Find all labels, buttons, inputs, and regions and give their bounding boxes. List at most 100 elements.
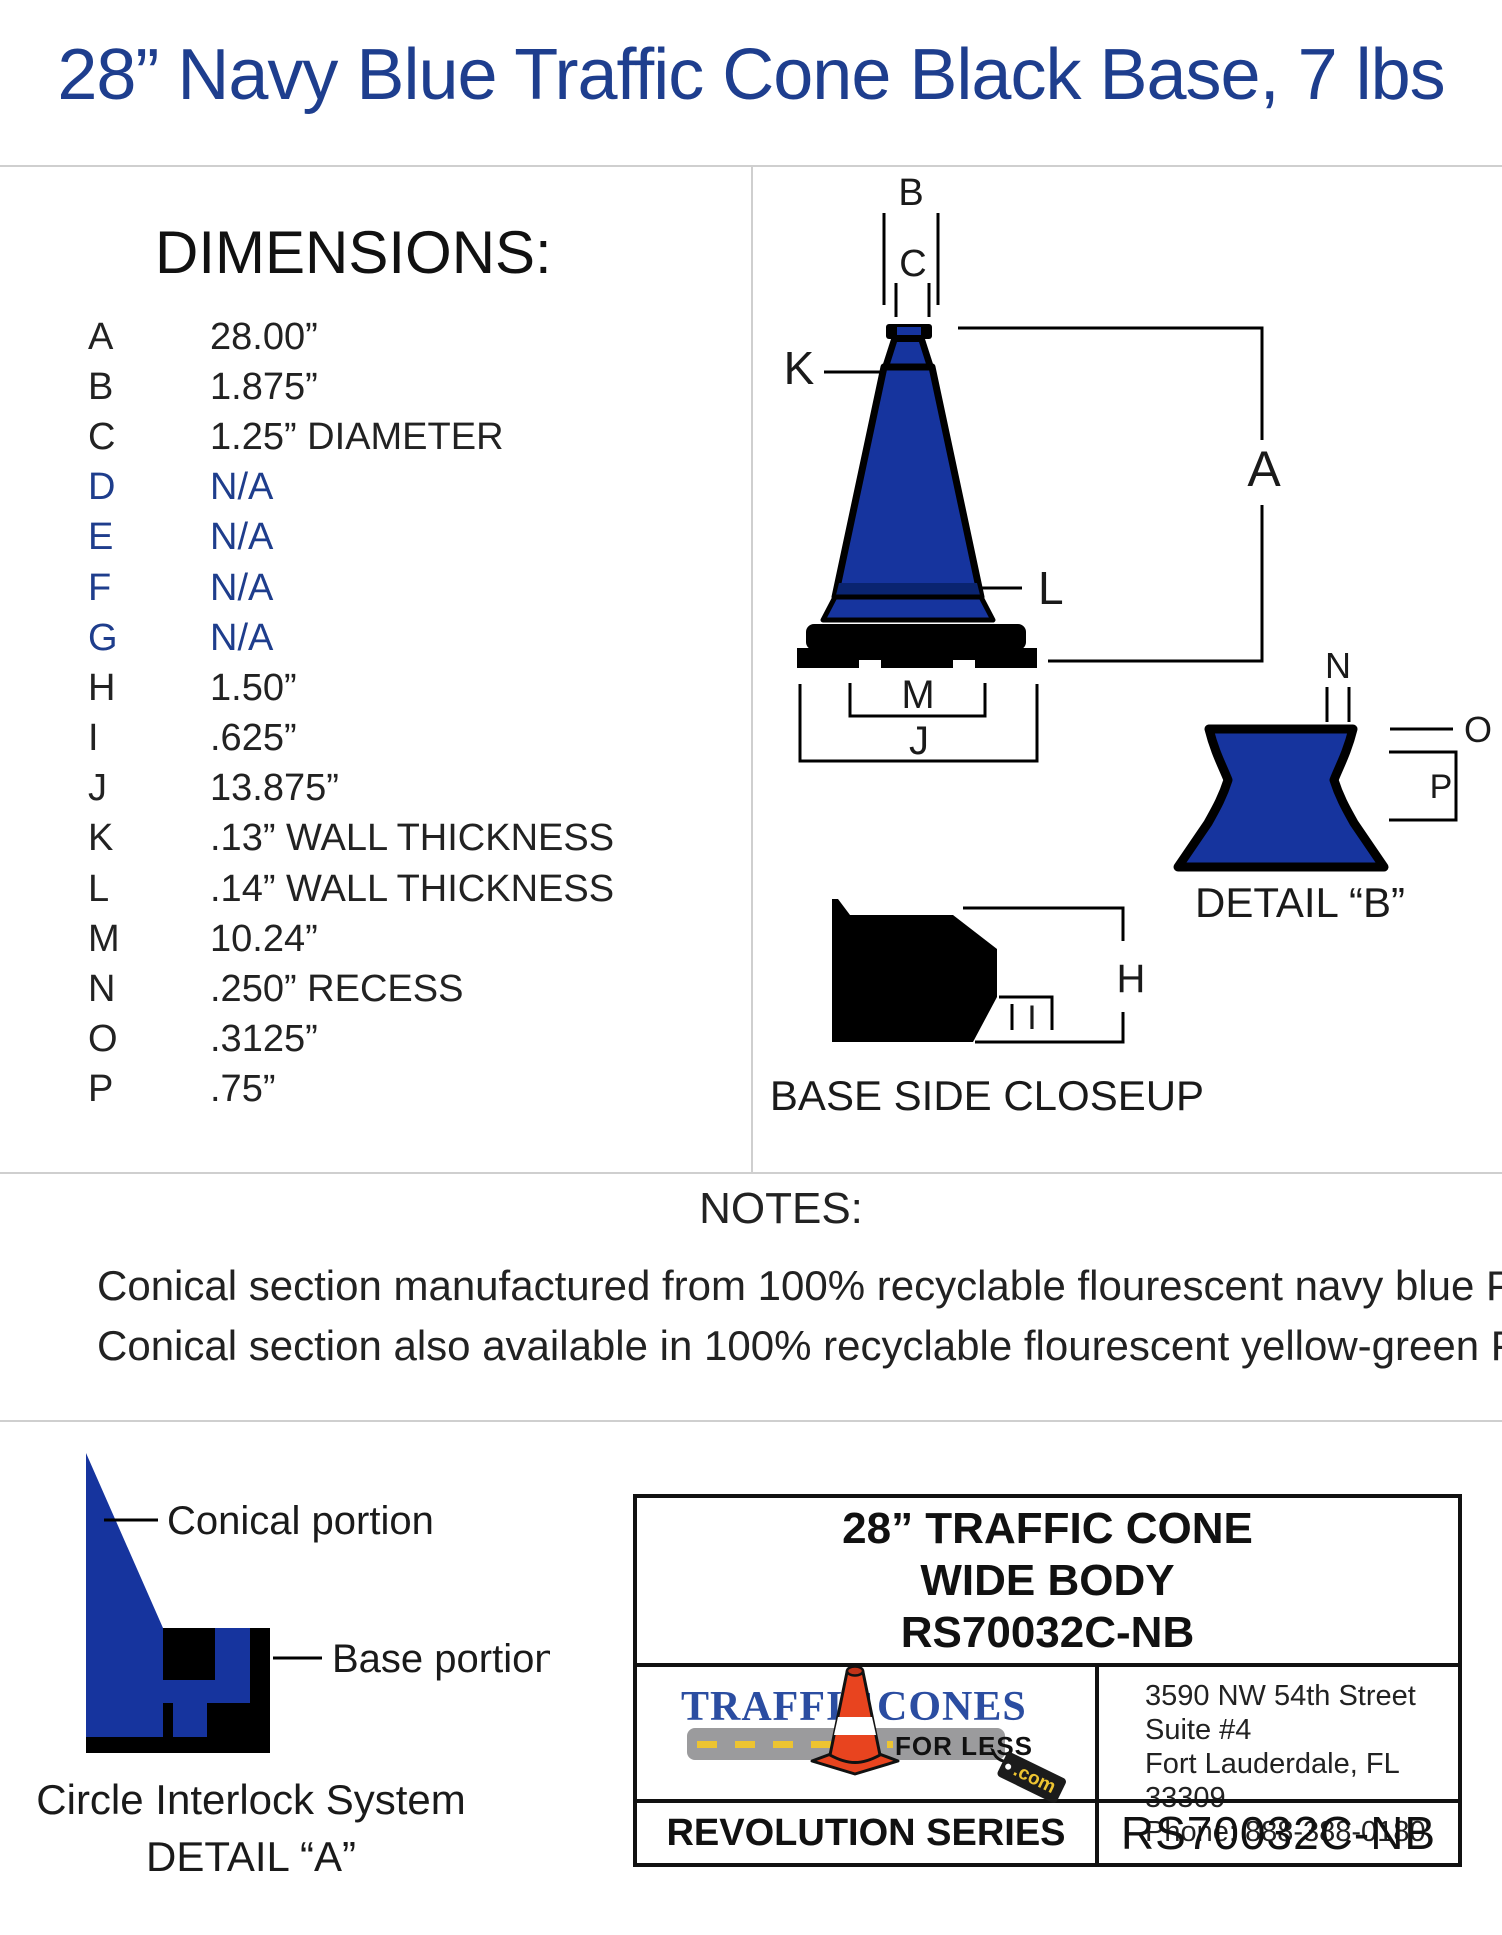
title-block-table: 28” TRAFFIC CONE WIDE BODY RS70032C-NB F…: [633, 1494, 1462, 1867]
address-line: Fort Lauderdale, FL 33309: [1145, 1748, 1399, 1814]
detail-b-shape: [1173, 724, 1389, 872]
dimension-letter: I: [88, 717, 99, 760]
dim-label-k: K: [784, 342, 815, 394]
dimension-letter: H: [88, 666, 116, 709]
dim-label-h: H: [1117, 957, 1146, 1001]
cone-elevation: [797, 324, 1037, 668]
dimension-letter: D: [88, 466, 116, 509]
dimension-row: L.14” WALL THICKNESS: [88, 864, 708, 914]
dimension-value: .75”: [210, 1068, 276, 1111]
dimension-row: J 13.875”: [88, 764, 708, 814]
dimension-row: I .625”: [88, 714, 708, 764]
tag-hole: [1004, 1762, 1013, 1771]
dimension-letter: M: [88, 917, 120, 960]
dim-bracket-i: [999, 995, 1054, 1030]
dimension-letter: N: [88, 968, 116, 1011]
dimension-value: .250” RECESS: [210, 968, 464, 1011]
dimension-value: .14” WALL THICKNESS: [210, 867, 615, 910]
interlock-caption-line2: DETAIL “A”: [146, 1833, 356, 1880]
address-line: Phone: 888-388-0180: [1145, 1816, 1426, 1848]
logo-word-cones: CONES: [877, 1684, 1027, 1730]
cone-neck-inset: [890, 342, 926, 364]
dimension-value: 28.00”: [210, 315, 318, 358]
dimension-value: 1.25” DIAMETER: [210, 415, 504, 458]
dimension-letter: P: [88, 1068, 114, 1111]
product-title-line3: RS70032C-NB: [900, 1607, 1195, 1657]
divider-column: [751, 165, 753, 1172]
dim-bracket-m: [848, 683, 987, 718]
cone-base-flange: [806, 624, 1026, 650]
interlock-conical-shape: [86, 1453, 250, 1737]
dimension-value: 10.24”: [210, 917, 318, 960]
dim-bracket-p: [1389, 750, 1458, 822]
dim-label-j: J: [909, 719, 929, 763]
part-number-cell: RS70032C-NB: [1095, 1799, 1458, 1863]
dimension-row: A 28.00”: [88, 312, 708, 362]
notes-body: Conical section manufactured from 100% r…: [97, 1256, 1502, 1376]
product-title-line2: WIDE BODY: [920, 1555, 1175, 1605]
dimension-value: N/A: [210, 616, 274, 659]
dim-label-l: L: [1038, 562, 1064, 614]
interlock-base-bottom: [86, 1737, 270, 1753]
dimension-row: H 1.50”: [88, 663, 708, 713]
dim-label-p: P: [1430, 768, 1453, 806]
address-cell: 3590 NW 54th Street Suite #4 Fort Lauder…: [1095, 1663, 1458, 1848]
dimension-value: N/A: [210, 566, 274, 609]
dimensions-heading: DIMENSIONS:: [155, 219, 552, 286]
dimension-letter: C: [88, 415, 116, 458]
cone-base-feet: [797, 648, 1037, 668]
dim-bracket-h-top: [963, 906, 1125, 941]
technical-drawing: B C K A L M J N O P DETAIL “B”: [770, 172, 1492, 1119]
detail-b-drawing: N O P DETAIL “B”: [1173, 645, 1492, 926]
logo-cone-icon: [810, 1665, 900, 1776]
interlock-base-block: [163, 1628, 215, 1680]
address-line: 3590 NW 54th Street: [1145, 1680, 1416, 1712]
logo-cell: FOR LESS TRAFFIC CONES .com: [637, 1663, 1095, 1805]
dimension-row: B 1.875”: [88, 362, 708, 412]
dimension-letter: J: [88, 767, 107, 810]
divider-notes-bottom: [0, 1420, 1502, 1422]
notes-heading: NOTES:: [699, 1184, 863, 1233]
product-title-cell: 28” TRAFFIC CONE WIDE BODY RS70032C-NB: [637, 1498, 1458, 1663]
interlock-base-step: [207, 1703, 270, 1737]
base-closeup-caption: BASE SIDE CLOSEUP: [770, 1072, 1204, 1119]
product-title-line1: 28” TRAFFIC CONE: [842, 1503, 1253, 1553]
address-line: Suite #4: [1145, 1714, 1252, 1746]
dimension-row: D N/A: [88, 463, 708, 513]
dim-label-i: I: [1027, 999, 1036, 1037]
tag-label: .com: [1010, 1759, 1060, 1798]
dimension-value: 13.875”: [210, 767, 339, 810]
logo-road-dashes: [697, 1741, 893, 1748]
base-portion-label: Base portion: [332, 1637, 550, 1681]
detail-b-caption: DETAIL “B”: [1195, 879, 1405, 926]
dimension-row: C 1.25” DIAMETER: [88, 412, 708, 462]
dimension-value: 1.50”: [210, 666, 297, 709]
dimension-value: N/A: [210, 516, 274, 559]
dim-bracket-j: [798, 684, 1039, 763]
interlock-detail-drawing: Conical portion Base portion Circle Inte…: [36, 1453, 550, 1880]
dimension-value: 1.875”: [210, 365, 318, 408]
cone-lower-band: [836, 583, 980, 595]
interlock-base-slot: [163, 1703, 173, 1737]
dimension-value: .625”: [210, 717, 297, 760]
divider-notes-top: [0, 1172, 1502, 1174]
dimension-letter: E: [88, 516, 114, 559]
dimension-row: K.13” WALL THICKNESS: [88, 814, 708, 864]
dim-bracket-a-bottom: [1048, 505, 1264, 663]
dimension-letter: B: [88, 365, 114, 408]
dim-label-b: B: [898, 172, 923, 214]
dim-bracket-h-bottom: [975, 1012, 1125, 1044]
dimension-row: P .75”: [88, 1065, 708, 1115]
dimension-letter: A: [88, 315, 114, 358]
conical-portion-label: Conical portion: [167, 1499, 434, 1543]
dimension-row: E N/A: [88, 513, 708, 563]
dimension-row: N .250” RECESS: [88, 964, 708, 1014]
dimension-row: O.3125”: [88, 1015, 708, 1065]
dim-label-n: N: [1325, 645, 1351, 686]
dim-label-o: O: [1464, 709, 1492, 750]
dimension-value: .3125”: [210, 1018, 318, 1061]
base-closeup-shape: [832, 899, 997, 1042]
dimension-value: N/A: [210, 466, 274, 509]
